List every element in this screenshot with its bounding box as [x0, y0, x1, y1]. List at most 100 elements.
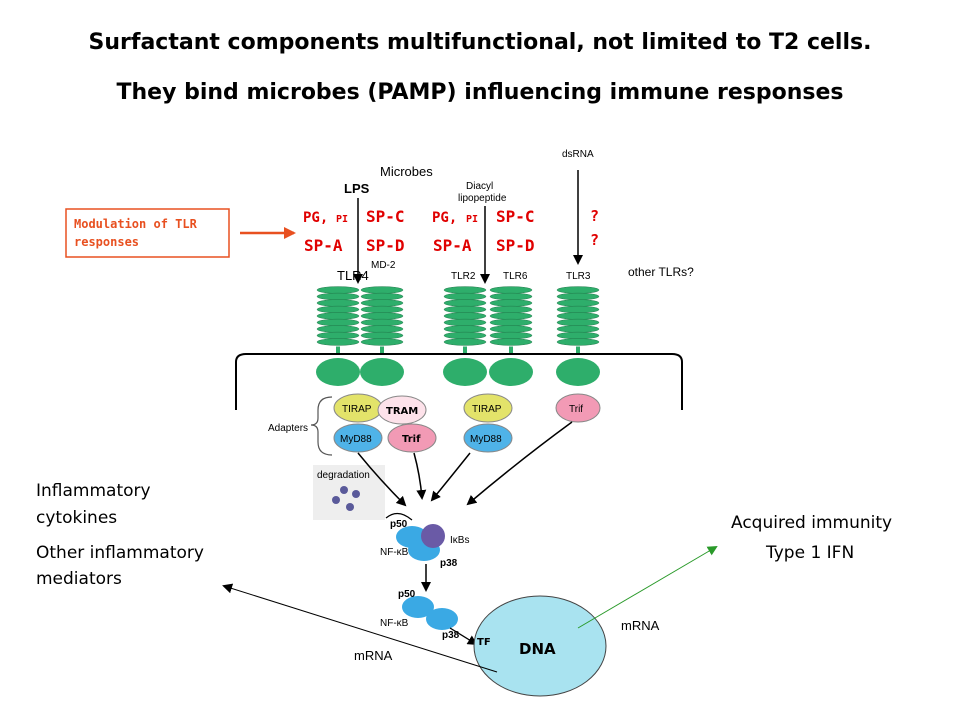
tram-adapter — [377, 395, 427, 425]
modulation-label-line1: Modulation of TLR — [74, 217, 198, 231]
leucine-rich-repeat — [489, 331, 533, 340]
modulation-box — [65, 208, 230, 258]
leucine-rich-repeat — [443, 286, 487, 294]
p38-label-upper: p38 — [440, 558, 458, 569]
acquired-immunity-label: Acquired immunity — [731, 513, 892, 533]
question-mark-2: ? — [590, 231, 599, 249]
tlr4-label: TLR4 — [337, 268, 369, 283]
modulation-label-line2: responses — [74, 235, 139, 249]
leucine-rich-repeat — [360, 312, 404, 320]
adapters-label: Adapters — [268, 423, 308, 434]
leucine-rich-repeat — [316, 318, 360, 327]
leucine-rich-repeat — [556, 338, 600, 346]
lps-label: LPS — [344, 181, 370, 196]
leucine-rich-repeat — [489, 338, 533, 346]
leucine-rich-repeat — [489, 312, 533, 320]
leucine-rich-repeat — [360, 305, 404, 314]
nfkb-label-lower: NF-κB — [380, 618, 409, 629]
lipopeptide-label: lipopeptide — [458, 193, 507, 204]
trif-label-2: Trif — [569, 404, 583, 415]
leucine-rich-repeat — [443, 325, 487, 333]
leucine-rich-repeat — [489, 318, 533, 327]
trif-to-nfkb-arrow — [413, 452, 427, 500]
other-tlrs-label: other TLRs? — [628, 265, 694, 279]
leucine-rich-repeat — [316, 325, 360, 333]
leucine-rich-repeat — [316, 299, 360, 307]
spa-label-2: SP-A — [433, 236, 472, 255]
tlr3-label: TLR3 — [566, 271, 591, 282]
leucine-rich-repeat — [443, 292, 487, 301]
tlr3-receptor-stack — [556, 286, 600, 354]
leucine-rich-repeat — [316, 292, 360, 301]
type1-ifn-label: Type 1 IFN — [765, 543, 854, 563]
tlr2-receptor-stack — [443, 286, 487, 354]
tlr4-tir-domain — [316, 358, 360, 386]
pi-label-1: PI — [336, 214, 348, 225]
nfkb-label-upper: NF-κB — [380, 547, 409, 558]
tlr3-to-nfkb-arrow — [466, 421, 573, 506]
diacyl-label: Diacyl — [466, 181, 493, 192]
tlr2-label: TLR2 — [451, 271, 476, 282]
md2-receptor-stack — [360, 286, 404, 354]
spc-label-2: SP-C — [496, 207, 535, 226]
inflammatory-cytokines-line1: Inflammatory — [36, 481, 151, 501]
tirap-adapter-2 — [463, 393, 513, 423]
spd-label-2: SP-D — [496, 236, 535, 255]
question-mark-1: ? — [590, 207, 599, 225]
leucine-rich-repeat — [489, 286, 533, 294]
transmembrane-segment — [380, 346, 384, 354]
tram-label: TRAM — [386, 406, 418, 417]
degradation-return-arrow — [385, 512, 413, 521]
trif-adapter-2 — [555, 393, 601, 423]
other-mediators-line1: Other inflammatory — [36, 543, 204, 563]
leucine-rich-repeat — [489, 305, 533, 314]
other-mediators-line2: mediators — [36, 569, 122, 589]
leucine-rich-repeat — [360, 338, 404, 346]
mrna-left-arrow — [222, 583, 498, 673]
tlr6-tir-domain — [489, 358, 533, 386]
tirap-label-2: TIRAP — [472, 404, 502, 415]
trif-adapter-1 — [387, 423, 437, 453]
microbes-label: Microbes — [380, 164, 433, 179]
ikbs-label: IκBs — [450, 535, 469, 546]
leucine-rich-repeat — [443, 305, 487, 314]
leucine-rich-repeat — [316, 338, 360, 346]
tlr2-tir-domain — [443, 358, 487, 386]
leucine-rich-repeat — [443, 318, 487, 327]
mrna-right-arrow — [577, 545, 718, 629]
dsrna-label: dsRNA — [562, 149, 594, 160]
spa-label-1: SP-A — [304, 236, 343, 255]
myd88-to-nfkb-arrow — [357, 452, 407, 507]
leucine-rich-repeat — [443, 312, 487, 320]
leucine-rich-repeat — [556, 292, 600, 301]
leucine-rich-repeat — [316, 286, 360, 294]
degradation-particle — [340, 486, 348, 494]
leucine-rich-repeat — [316, 312, 360, 320]
leucine-rich-repeat — [360, 286, 404, 294]
ikb-protein — [421, 524, 445, 548]
myd88-label-1: MyD88 — [340, 434, 372, 445]
title-line-1: Surfactant components multifunctional, n… — [88, 30, 872, 55]
leucine-rich-repeat — [360, 299, 404, 307]
leucine-rich-repeat — [360, 331, 404, 340]
leucine-rich-repeat — [489, 299, 533, 307]
leucine-rich-repeat — [556, 312, 600, 320]
leucine-rich-repeat — [360, 325, 404, 333]
cell-membrane — [235, 353, 683, 410]
md2-label: MD-2 — [371, 260, 396, 271]
tlr2-to-nfkb-arrow — [430, 452, 471, 502]
leucine-rich-repeat — [489, 325, 533, 333]
tlr3-tir-domain — [556, 358, 600, 386]
leucine-rich-repeat — [556, 305, 600, 314]
tlr6-label: TLR6 — [503, 271, 528, 282]
degradation-label: degradation — [317, 470, 370, 481]
degradation-particle — [346, 503, 354, 511]
leucine-rich-repeat — [443, 331, 487, 340]
transmembrane-segment — [509, 346, 513, 354]
leucine-rich-repeat — [556, 331, 600, 340]
nfkb-p38-lower — [426, 608, 458, 630]
leucine-rich-repeat — [360, 318, 404, 327]
dna-label: DNA — [519, 640, 556, 658]
transmembrane-segment — [576, 346, 580, 354]
